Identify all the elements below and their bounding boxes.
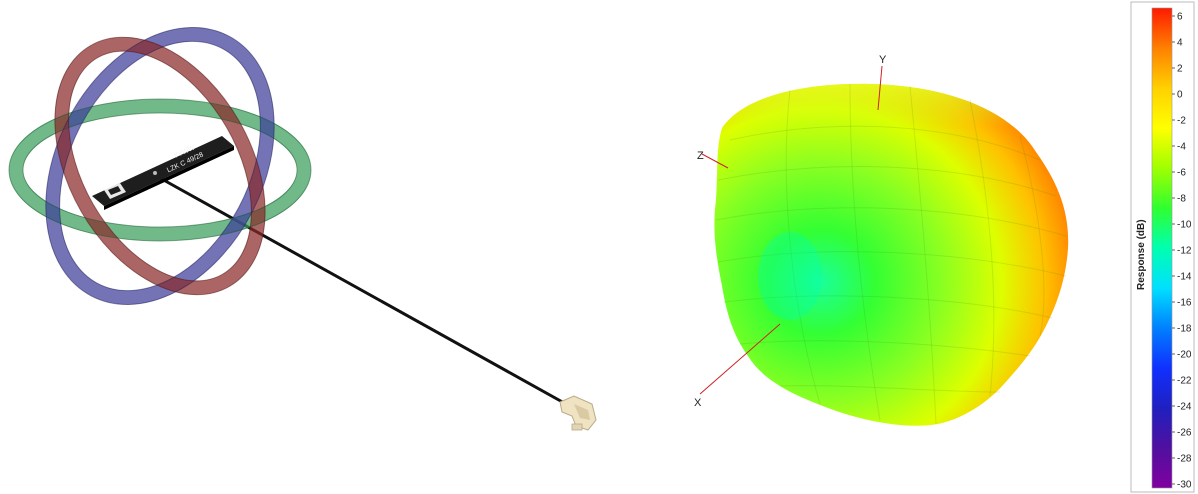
ring-blue <box>45 27 275 305</box>
z-axis-label: Z <box>697 150 704 162</box>
y-axis-label: Y <box>879 54 887 66</box>
colorbar-tick-label: -30 <box>1177 480 1192 491</box>
pattern-lobe <box>714 83 1069 426</box>
colorbar-tick-label: -2 <box>1177 116 1186 127</box>
coax-cable <box>159 176 567 406</box>
colorbar-tick-label: -22 <box>1177 376 1192 387</box>
ufl-connector <box>559 395 597 431</box>
pattern-axes <box>699 65 883 395</box>
colorbar-tick-label: -28 <box>1177 454 1192 465</box>
ring-red <box>54 37 266 295</box>
z-axis-line <box>701 153 729 169</box>
x-axis-line <box>699 323 781 395</box>
colorbar-tick-label: -26 <box>1177 428 1192 439</box>
colorbar-ticks: 6 4 2 0 -2 -4 -6 -8 -10 -12 -14 -16 -18 -20 -22 -24 -26 -… <box>1172 12 1192 491</box>
colorbar-tick-label: -16 <box>1177 298 1192 309</box>
antenna-isometric-view: YYWW LZK C 49/28 <box>8 26 597 431</box>
colorbar-tick-label: -6 <box>1177 168 1186 179</box>
colorbar-tick-label: 2 <box>1177 64 1183 75</box>
colorbar-tick-label: 4 <box>1177 38 1183 49</box>
lobe-top-shading <box>718 83 1036 190</box>
colorbar-tick-label: -18 <box>1177 324 1192 335</box>
colorbar: Response (dB) 6 4 2 0 -2 -4 -6 -8 -10 -12 -14 -16 -1… <box>1130 1 1195 493</box>
colorbar-tick-label: 0 <box>1177 90 1183 101</box>
radiation-pattern-3d: Y Z X <box>694 54 1069 426</box>
colorbar-tick-label: -4 <box>1177 142 1186 153</box>
colorbar-tick-label: -10 <box>1177 220 1192 231</box>
antenna-pcb: YYWW LZK C 49/28 <box>92 136 234 210</box>
manufacturer-logo-icon <box>104 183 126 199</box>
y-axis-line <box>877 65 883 111</box>
colorbar-title: Response (dB) <box>1136 219 1147 290</box>
ring-green <box>9 99 311 241</box>
colorbar-gradient <box>1151 7 1173 489</box>
colorbar-tick-label: -8 <box>1177 194 1186 205</box>
colorbar-tick-label: -12 <box>1177 246 1192 257</box>
lobe-mesh <box>715 83 1067 425</box>
colorbar-tick-label: -20 <box>1177 350 1192 361</box>
colorbar-tick-label: 6 <box>1177 12 1183 23</box>
radiation-rings <box>9 27 311 305</box>
lobe-null-region <box>758 232 822 320</box>
ring-edges <box>8 26 312 306</box>
colorbar-tick-label: -14 <box>1177 272 1192 283</box>
x-axis-label: X <box>694 397 702 409</box>
colorbar-tick-label: -24 <box>1177 402 1192 413</box>
